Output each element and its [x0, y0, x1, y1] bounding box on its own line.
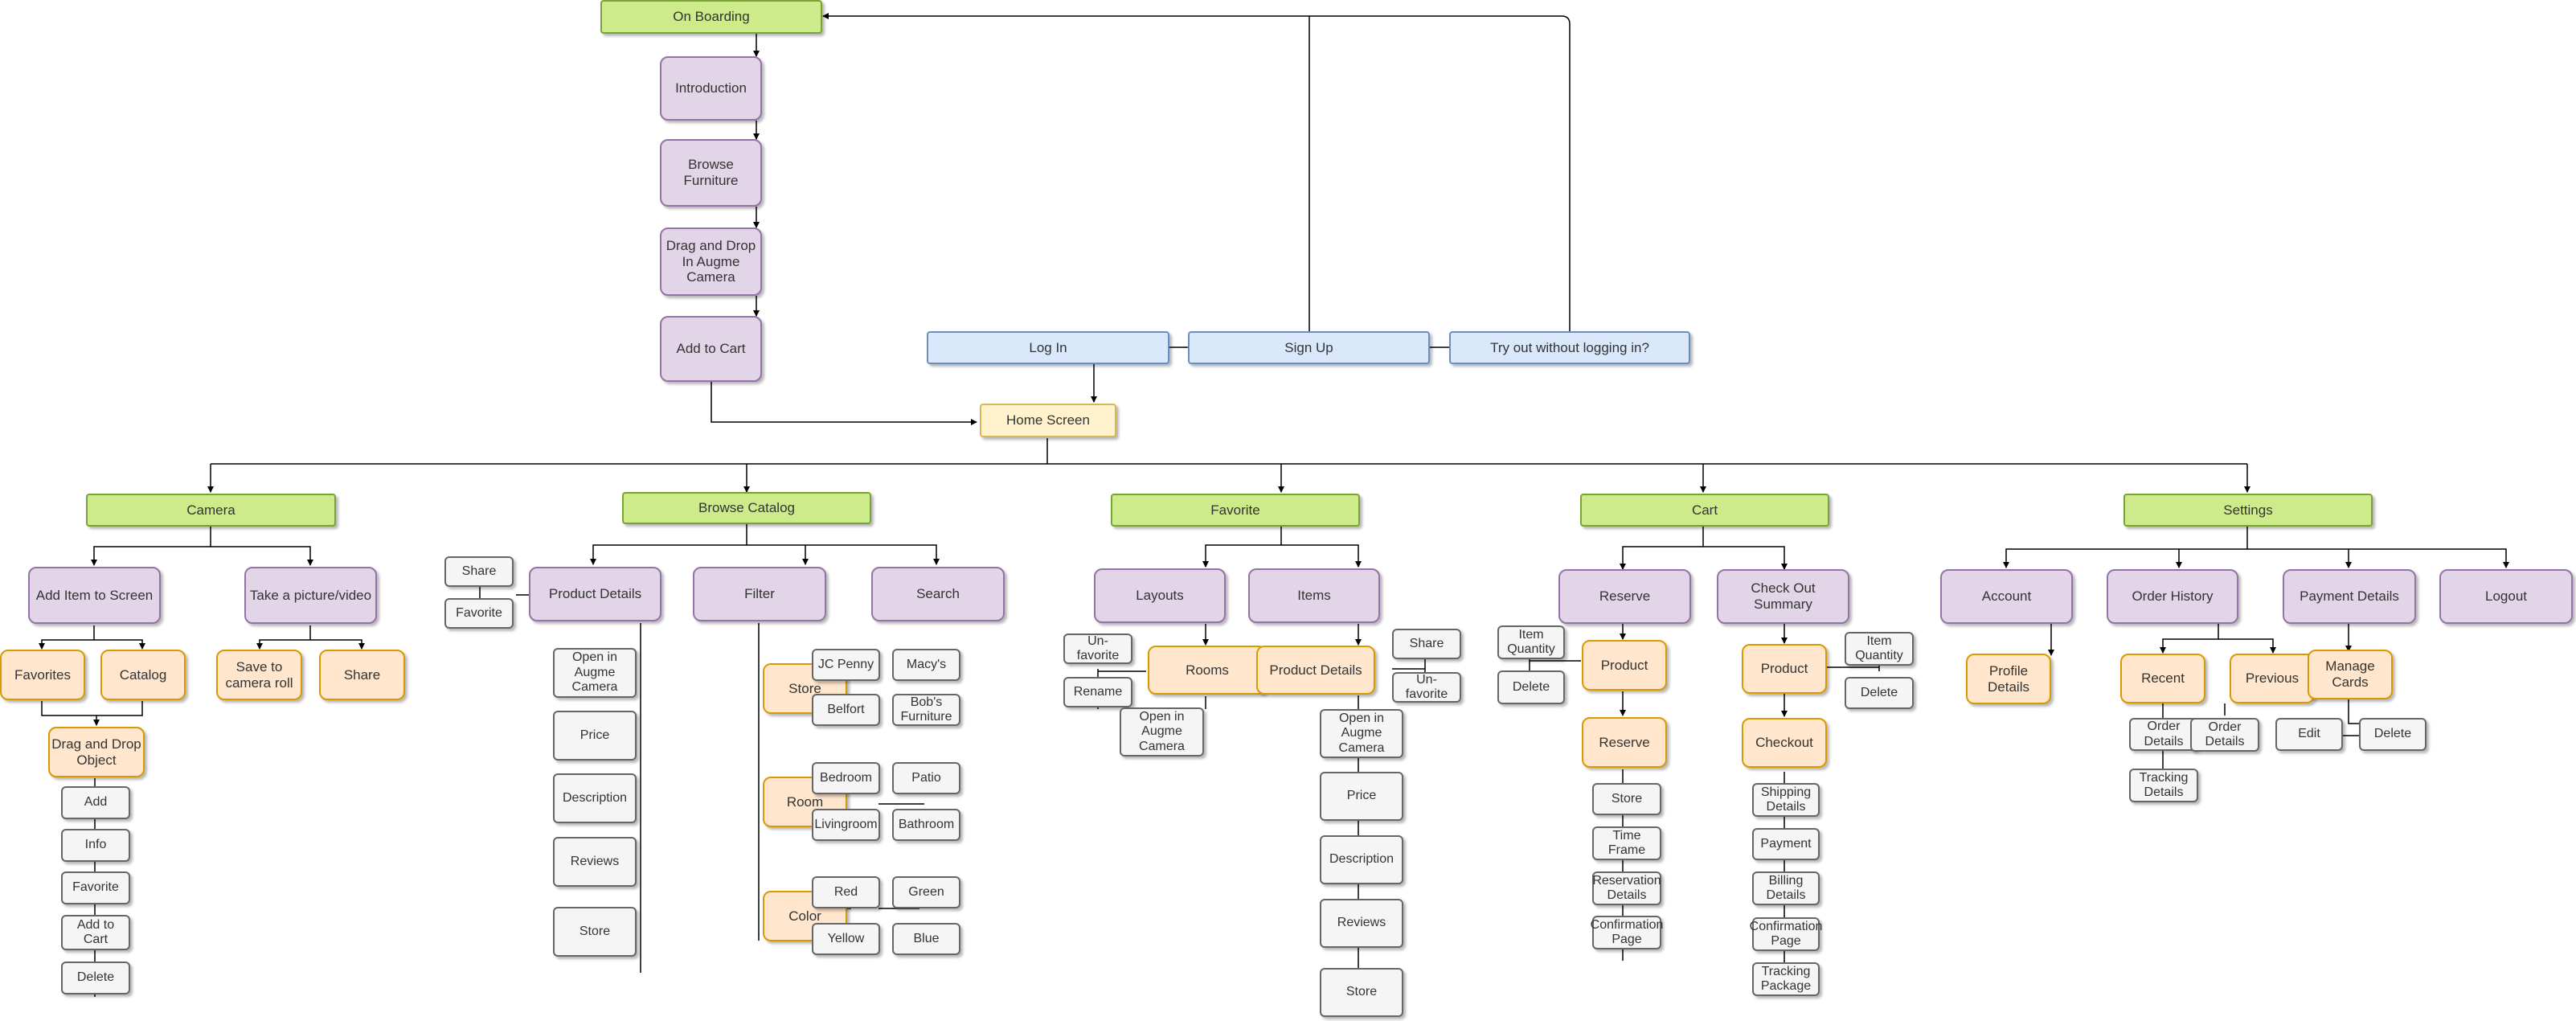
object-action-info: Info: [61, 829, 130, 862]
drag-drop-camera-node: Drag and Drop In Augme Camera: [660, 228, 762, 296]
previous-order-details-node: Order Details: [2190, 718, 2259, 752]
favorite-product-details-node: Product Details: [1256, 646, 1375, 695]
checkout-item-quantity-node: Item Quantity: [1845, 632, 1914, 666]
items-un-favorite-node: Un-favorite: [1392, 672, 1461, 703]
catalog-node: Catalog: [100, 650, 186, 700]
color-option-green: Green: [892, 876, 960, 908]
favorite-node: Favorite: [1111, 494, 1360, 527]
items-share-node: Share: [1392, 629, 1461, 659]
browse-share-node: Share: [444, 556, 514, 587]
store-option-jc-penny: JC Penny: [812, 649, 880, 681]
reserve-step-node: Reserve: [1582, 717, 1667, 768]
favorites-node: Favorites: [0, 650, 85, 700]
favorite-detail-open-camera: Open in Augme Camera: [1320, 709, 1403, 758]
reserve-node: Reserve: [1558, 569, 1691, 624]
profile-details-node: Profile Details: [1966, 654, 2051, 704]
checkout-summary-node: Check Out Summary: [1717, 569, 1849, 624]
checkout-product-node: Product: [1742, 644, 1827, 694]
checkout-node: Checkout: [1742, 718, 1827, 768]
reserve-item-confirmation-page: Confirmation Page: [1591, 916, 1663, 949]
store-option-belfort: Belfort: [812, 694, 880, 726]
reserve-product-node: Product: [1582, 640, 1667, 691]
payment-details-node: Payment Details: [2283, 569, 2416, 624]
save-camera-roll-node: Save to camera roll: [216, 650, 302, 700]
drag-drop-object-node: Drag and Drop Object: [48, 727, 145, 777]
favorite-detail-description: Description: [1320, 835, 1403, 884]
camera-node: Camera: [86, 494, 336, 527]
favorite-detail-reviews: Reviews: [1320, 899, 1403, 948]
logout-node: Logout: [2439, 569, 2573, 624]
previous-node: Previous: [2230, 654, 2315, 703]
room-option-patio: Patio: [892, 762, 960, 794]
reserve-delete-node: Delete: [1497, 670, 1565, 704]
rooms-node: Rooms: [1148, 646, 1267, 695]
add-item-node: Add Item to Screen: [28, 567, 161, 624]
add-to-cart-node: Add to Cart: [660, 316, 762, 382]
object-action-delete: Delete: [61, 962, 130, 994]
settings-node: Settings: [2123, 494, 2373, 527]
rooms-open-camera-node: Open in Augme Camera: [1120, 707, 1204, 757]
camera-share-node: Share: [319, 650, 405, 700]
sign-up-node: Sign Up: [1188, 331, 1430, 364]
checkout-item-tracking-package: Tracking Package: [1752, 962, 1820, 996]
log-in-node: Log In: [927, 331, 1169, 364]
browse-furniture-node: Browse Furniture: [660, 139, 762, 207]
items-node: Items: [1248, 568, 1380, 623]
object-action-favorite: Favorite: [61, 871, 130, 904]
recent-tracking-details-node: Tracking Details: [2129, 769, 2198, 802]
recent-node: Recent: [2120, 654, 2205, 703]
filter-node: Filter: [693, 567, 826, 621]
store-option-macys: Macy's: [892, 649, 960, 681]
room-option-livingroom: Livingroom: [812, 809, 880, 841]
layouts-node: Layouts: [1094, 568, 1226, 623]
browse-product-details-node: Product Details: [529, 567, 661, 621]
manage-cards-node: Manage Cards: [2308, 650, 2393, 699]
on-boarding-node: On Boarding: [600, 0, 822, 34]
browse-detail-price: Price: [553, 711, 637, 761]
layout-rename-node: Rename: [1063, 677, 1132, 707]
reserve-item-time-frame: Time Frame: [1592, 826, 1661, 860]
object-action-add: Add: [61, 786, 130, 819]
card-edit-node: Edit: [2275, 718, 2343, 751]
search-node: Search: [871, 567, 1005, 621]
favorite-detail-price: Price: [1320, 772, 1403, 821]
room-option-bedroom: Bedroom: [812, 762, 880, 794]
account-node: Account: [1940, 569, 2073, 624]
card-delete-node: Delete: [2359, 718, 2427, 751]
browse-detail-store: Store: [553, 907, 637, 957]
filter-color-node: Color: [763, 891, 847, 941]
browse-detail-reviews: Reviews: [553, 837, 637, 887]
reserve-item-store: Store: [1592, 783, 1661, 815]
object-action-add-to-cart: Add to Cart: [61, 915, 130, 950]
color-option-blue: Blue: [892, 923, 960, 955]
checkout-item-confirmation-page: Confirmation Page: [1750, 917, 1822, 951]
color-option-red: Red: [812, 876, 880, 908]
introduction-node: Introduction: [660, 56, 762, 121]
store-option-bobs-furniture: Bob's Furniture: [892, 694, 960, 726]
checkout-item-billing-details: Billing Details: [1752, 871, 1820, 905]
checkout-item-shipping-details: Shipping Details: [1752, 783, 1820, 817]
recent-order-details-node: Order Details: [2129, 718, 2198, 751]
favorite-detail-store: Store: [1320, 968, 1403, 1017]
browse-catalog-node: Browse Catalog: [622, 492, 871, 524]
take-picture-node: Take a picture/video: [244, 567, 377, 624]
room-option-bathroom: Bathroom: [892, 809, 960, 841]
checkout-item-payment: Payment: [1752, 828, 1820, 860]
layout-un-favorite-node: Un-favorite: [1063, 634, 1132, 664]
browse-favorite-node: Favorite: [444, 598, 514, 629]
browse-detail-open-camera: Open in Augme Camera: [553, 648, 637, 698]
color-option-yellow: Yellow: [812, 923, 880, 955]
reserve-item-reservation-details: Reservation Details: [1592, 871, 1661, 905]
cart-node: Cart: [1580, 494, 1829, 527]
checkout-delete-node: Delete: [1845, 677, 1914, 709]
reserve-item-quantity-node: Item Quantity: [1497, 625, 1565, 659]
browse-detail-description: Description: [553, 773, 637, 823]
try-out-node: Try out without logging in?: [1449, 331, 1690, 364]
home-screen-node: Home Screen: [980, 404, 1116, 437]
order-history-node: Order History: [2107, 569, 2238, 624]
